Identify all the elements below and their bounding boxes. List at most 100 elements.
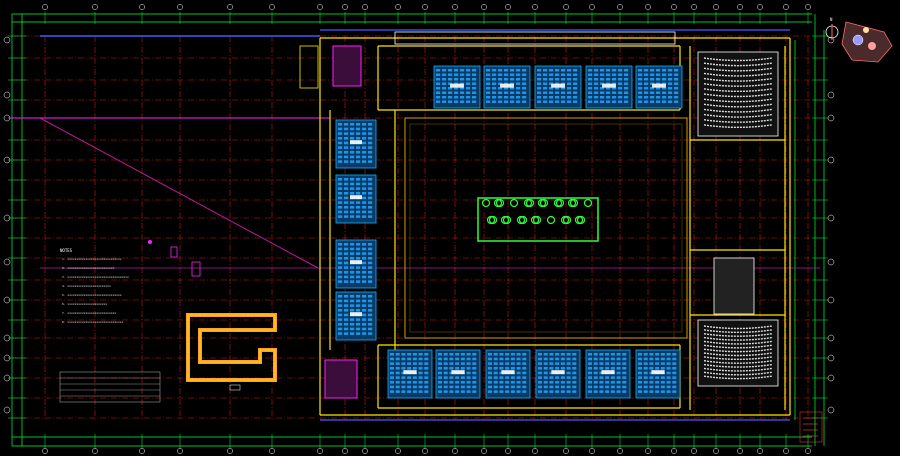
axis-bubble — [452, 448, 458, 454]
axis-bubble — [3, 296, 11, 304]
stair-cores — [299, 45, 755, 399]
axis-bubbles-left — [3, 36, 835, 414]
axis-bubble — [783, 4, 789, 10]
axis-bubble — [757, 4, 763, 10]
classroom — [335, 239, 377, 289]
axis-bubble — [395, 4, 401, 10]
axis-bubble — [589, 4, 595, 10]
tree-symbol — [567, 198, 577, 208]
axis-bubble — [422, 4, 428, 10]
axis-bubble — [827, 406, 835, 414]
axis-bubble — [3, 91, 11, 99]
axis-bubble — [827, 296, 835, 304]
classroom — [335, 291, 377, 341]
tree-symbol — [500, 215, 510, 225]
axis-bubble — [645, 448, 651, 454]
tree-symbol — [537, 198, 547, 208]
classroom — [585, 65, 633, 109]
axis-bubble — [269, 448, 275, 454]
axis-bubble — [827, 36, 835, 44]
axis-bubble — [617, 448, 623, 454]
axis-bubble — [827, 156, 835, 164]
tree-planter — [477, 197, 599, 242]
axis-bubble — [362, 448, 368, 454]
tree-symbol — [583, 198, 593, 208]
axis-bubble — [783, 448, 789, 454]
axis-bubble — [805, 448, 811, 454]
axis-bubble — [3, 214, 11, 222]
axis-bubble — [362, 4, 368, 10]
axis-bubble — [713, 448, 719, 454]
courtyard — [404, 117, 688, 339]
axis-bubble — [691, 4, 697, 10]
tree-symbol — [486, 215, 496, 225]
axis-bubble — [227, 4, 233, 10]
classroom — [635, 349, 681, 399]
tree-symbol — [516, 215, 526, 225]
axis-bubble — [713, 4, 719, 10]
classroom — [335, 119, 377, 169]
lecture-hall — [697, 319, 779, 387]
axis-bubble — [42, 448, 48, 454]
lecture-halls — [697, 51, 779, 387]
dimension-lines — [8, 12, 828, 448]
axis-bubble — [481, 448, 487, 454]
axis-bubble — [317, 4, 323, 10]
axis-bubble — [92, 4, 98, 10]
tree-symbol — [546, 215, 556, 225]
axis-bubble — [422, 448, 428, 454]
classroom-blocks — [335, 65, 683, 399]
axis-bubble — [827, 354, 835, 362]
classroom — [535, 349, 581, 399]
classroom — [435, 349, 481, 399]
axis-bubbles-bottom — [42, 448, 811, 454]
axis-bubble — [3, 374, 11, 382]
axis-bubble — [827, 334, 835, 342]
classroom — [433, 65, 481, 109]
axis-bubble — [505, 4, 511, 10]
axis-bubble — [3, 258, 11, 266]
axis-bubble — [269, 4, 275, 10]
axis-bubble — [671, 448, 677, 454]
site-thumbnail — [841, 21, 893, 63]
axis-bubble — [452, 4, 458, 10]
notes-block: NOTES 1. xxxxxxxxxxxxxxxxxxxxxxxxxxxxxx2… — [59, 248, 161, 403]
axis-bubble — [342, 4, 348, 10]
tree-symbol — [493, 198, 503, 208]
classroom — [485, 349, 531, 399]
tree-symbols — [481, 198, 593, 225]
notes-line: 7. xxxxxxxxxxxxxxxxxxxxxxxxxxx — [62, 311, 116, 315]
axis-bubble — [139, 448, 145, 454]
classroom — [483, 65, 531, 109]
north-label: N — [830, 17, 833, 22]
axis-bubble — [827, 374, 835, 382]
top-corridor — [394, 31, 676, 45]
magenta-markers — [148, 240, 201, 277]
building-outline — [319, 29, 791, 421]
classroom — [335, 174, 377, 224]
axis-bubble — [3, 36, 11, 44]
axis-bubble — [532, 448, 538, 454]
axis-bubble — [177, 448, 183, 454]
axis-bubble — [227, 448, 233, 454]
lecture-hall — [697, 51, 779, 137]
axis-bubble — [737, 4, 743, 10]
revision-legend — [799, 411, 823, 443]
tree-symbol — [574, 215, 584, 225]
axis-bubble — [177, 4, 183, 10]
axis-bubble — [757, 448, 763, 454]
notes-line: 1. xxxxxxxxxxxxxxxxxxxxxxxxxxxxxx — [62, 257, 122, 261]
notes-line: 4. xxxxxxxxxxxxxxxxxxxxxxxx — [62, 284, 111, 288]
notes-title: NOTES — [60, 248, 73, 253]
tree-symbol — [553, 198, 563, 208]
notes-line: 8. xxxxxxxxxxxxxxxxxxxxxxxxxxxxxxx — [62, 320, 124, 324]
tree-symbol — [509, 198, 519, 208]
axis-bubble — [691, 448, 697, 454]
axis-bubble — [645, 4, 651, 10]
notes-line: 3. xxxxxxxxxxxxxxxxxxxxxxxxxxxxxxxxxx — [62, 275, 129, 279]
axis-bubble — [3, 354, 11, 362]
axis-bubbles-top — [42, 4, 811, 10]
axis-bubble — [827, 91, 835, 99]
classroom — [635, 65, 683, 109]
